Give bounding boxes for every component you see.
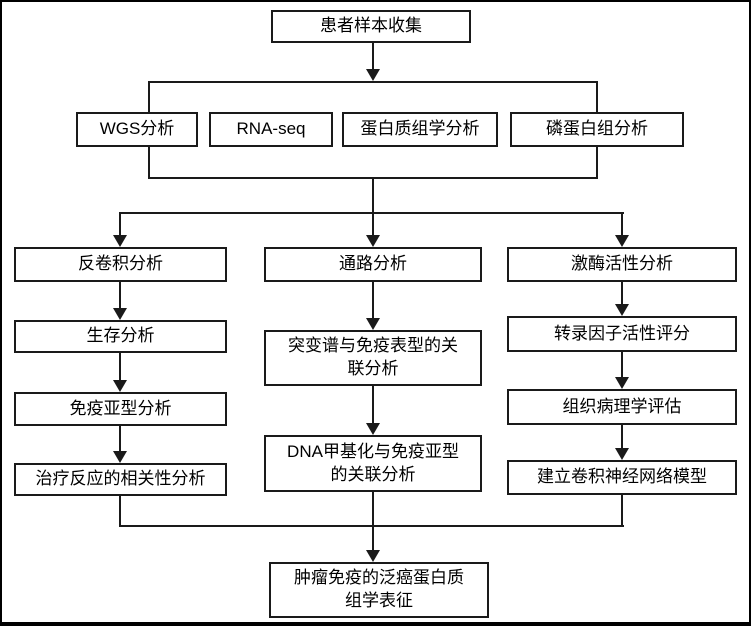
arrowhead-rail-to-final bbox=[366, 550, 380, 562]
connector-branch-right bbox=[621, 214, 623, 235]
node-survival-analysis: 生存分析 bbox=[14, 320, 227, 353]
arrowhead-pathway-mut bbox=[366, 318, 380, 330]
connector-tf-histo bbox=[621, 352, 623, 377]
connector-pathway-mut bbox=[372, 282, 374, 318]
node-deconvolution-analysis: 反卷积分析 bbox=[14, 247, 227, 282]
node-proteomics-analysis: 蛋白质组学分析 bbox=[342, 112, 498, 147]
arrowhead-kinase-tf bbox=[615, 304, 629, 316]
arrowhead-immsub-treat bbox=[113, 451, 127, 463]
node-immune-subtype-analysis: 免疫亚型分析 bbox=[14, 392, 227, 426]
node-rna-seq: RNA-seq bbox=[209, 112, 333, 147]
connector-dnam-to-rail bbox=[372, 492, 374, 527]
branch-rail-top bbox=[119, 212, 624, 214]
arrowhead-mut-dnam bbox=[366, 423, 380, 435]
branch-rail-bottom bbox=[119, 525, 624, 527]
arrowhead-branch-mid bbox=[366, 235, 380, 247]
node-mutation-immune-association: 突变谱与免疫表型的关 联分析 bbox=[264, 330, 482, 386]
node-tf-activity-score: 转录因子活性评分 bbox=[507, 316, 737, 352]
node-cnn-model: 建立卷积神经网络模型 bbox=[507, 460, 737, 495]
arrowhead-branch-right bbox=[615, 235, 629, 247]
connector-top-to-frame bbox=[372, 43, 374, 71]
connector-frame-to-branch bbox=[372, 179, 374, 213]
node-phosphoproteomics-analysis: 磷蛋白组分析 bbox=[510, 112, 684, 147]
connector-rail-to-final bbox=[372, 525, 374, 550]
connector-treat-to-rail bbox=[119, 496, 121, 527]
node-patient-sample-collection: 患者样本收集 bbox=[271, 10, 471, 43]
node-label-line: 组学表征 bbox=[345, 591, 413, 610]
connector-branch-left bbox=[119, 212, 121, 237]
node-label-line: 突变谱与免疫表型的关 bbox=[288, 336, 458, 356]
connector-deconv-survival bbox=[119, 282, 121, 308]
connector-immsub-treat bbox=[119, 426, 121, 451]
node-wgs-analysis: WGS分析 bbox=[76, 112, 198, 147]
node-kinase-activity-analysis: 激酶活性分析 bbox=[507, 247, 737, 282]
arrowhead-tf-histo bbox=[615, 377, 629, 389]
connector-mut-dnam bbox=[372, 386, 374, 423]
arrowhead-top-to-frame bbox=[366, 69, 380, 81]
node-histopathology-assessment: 组织病理学评估 bbox=[507, 389, 737, 425]
arrowhead-deconv-survival bbox=[113, 308, 127, 320]
connector-histo-cnn bbox=[621, 425, 623, 448]
connector-branch-mid bbox=[372, 214, 374, 235]
connector-cnn-to-rail bbox=[621, 495, 623, 527]
node-dna-methylation-association: DNA甲基化与免疫亚型 的关联分析 bbox=[264, 435, 482, 492]
arrowhead-branch-left bbox=[113, 235, 127, 247]
connector-kinase-tf bbox=[621, 282, 623, 304]
connector-survival-immsub bbox=[119, 353, 121, 380]
node-pathway-analysis: 通路分析 bbox=[264, 247, 482, 282]
node-label-line: 肿瘤免疫的泛癌蛋白质 bbox=[294, 568, 464, 588]
node-treatment-response-correlation: 治疗反应的相关性分析 bbox=[14, 463, 227, 496]
node-label-line: 联分析 bbox=[347, 359, 399, 378]
node-label-line: 的关联分析 bbox=[330, 464, 416, 484]
node-pan-cancer-proteomic-characterization: 肿瘤免疫的泛癌蛋白质 组学表征 bbox=[269, 562, 489, 618]
arrowhead-histo-cnn bbox=[615, 448, 629, 460]
node-label-line: DNA甲基化与免疫亚型 bbox=[287, 441, 459, 461]
arrowhead-survival-immsub bbox=[113, 380, 127, 392]
